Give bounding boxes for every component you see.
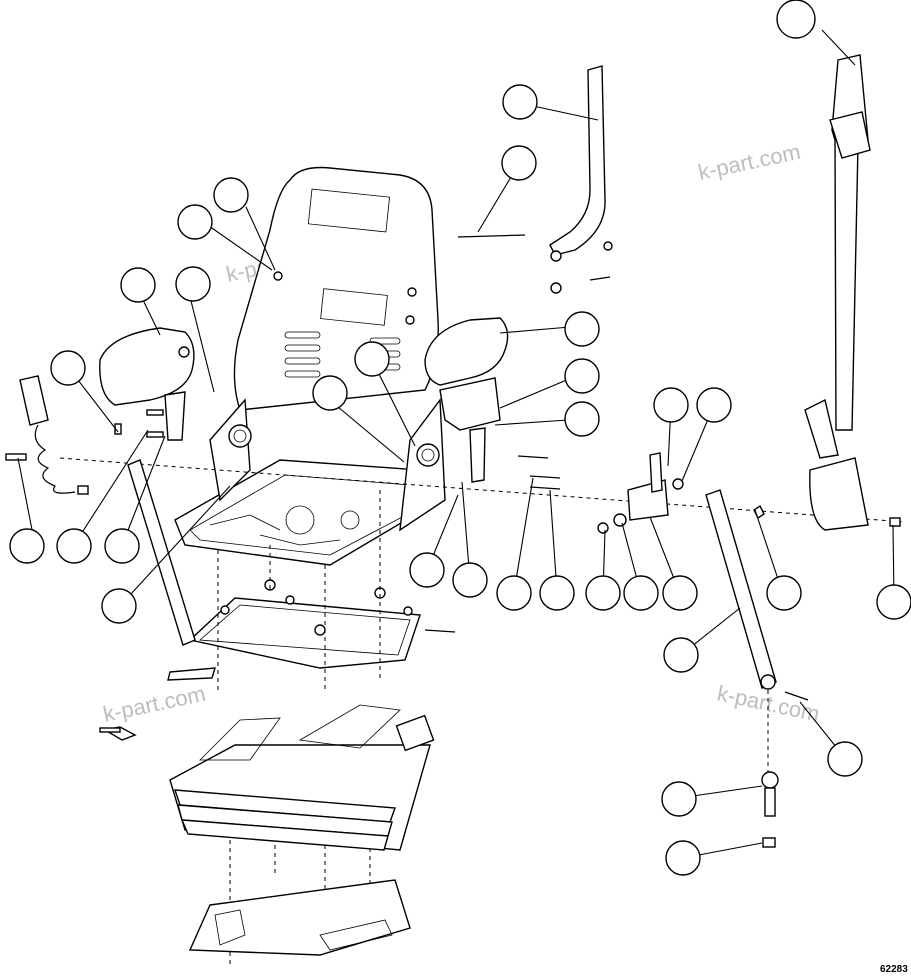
callout-bubbles [9,0,911,876]
callout-bubble [452,562,488,598]
callout-bubble [501,145,537,181]
callout-bubble [539,575,575,611]
lower-bracket [188,879,411,956]
callout-bubble [661,781,697,817]
callout-bubble [104,528,140,564]
side-bar [457,65,613,294]
callout-bubble [50,350,86,386]
fasteners-left [5,409,196,733]
seat-back [233,166,439,411]
callout-bubble [665,840,701,876]
callout-bubble [585,575,621,611]
callout-bubble [663,637,699,673]
suspension-base [103,704,435,851]
armrest-right [424,317,509,483]
watermark-top-right: k-part.com [696,139,803,185]
callout-bubble [496,575,532,611]
callout-bubble [120,267,156,303]
callout-bubble [623,575,659,611]
callout-bubble [409,552,445,588]
callout-bubble [354,341,390,377]
shoulder-belt [804,54,901,531]
callout-bubble [56,528,92,564]
eye-bolt [761,771,779,848]
callout-bubble [776,0,816,39]
drawing-number: 62283 [880,964,908,975]
callout-bubble [564,401,600,437]
seat-cushion-frame [174,398,446,566]
callout-bubble [564,311,600,347]
callout-bubble [502,84,538,120]
belt-buckle-left [19,375,89,495]
callout-bubble [9,528,45,564]
armrest-left [99,327,195,441]
callout-bubble [175,266,211,302]
callout-bubble [766,575,802,611]
callout-bubble [662,575,698,611]
suspension-plate [167,579,456,681]
callout-bubble [213,177,249,213]
callout-bubble [101,588,137,624]
callout-bubble [312,375,348,411]
callout-bubble [564,358,600,394]
watermark-bottom-left: k-part.com [101,681,208,727]
callout-bubble [696,387,732,423]
callout-bubble [177,204,213,240]
callout-bubble [876,584,911,620]
callout-bubble [653,387,689,423]
mounting-bracket [517,452,684,534]
callout-bubble [827,741,863,777]
